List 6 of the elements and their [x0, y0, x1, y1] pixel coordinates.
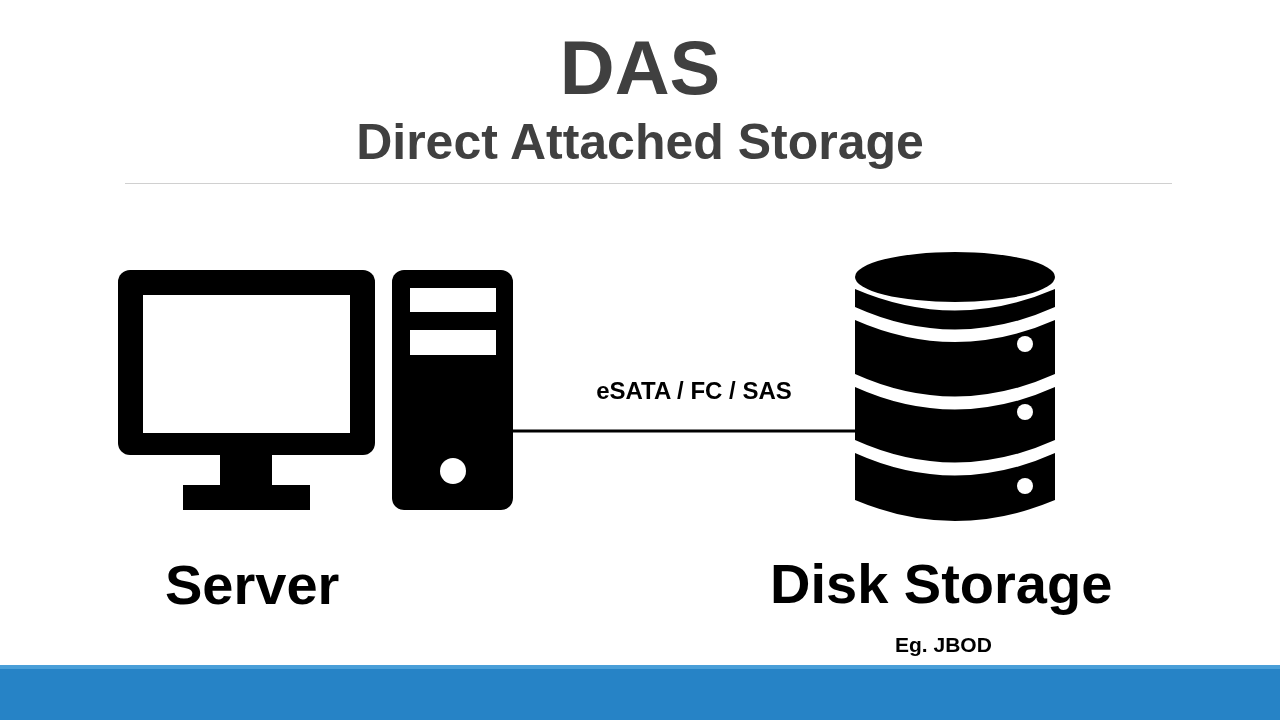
- title: DAS: [558, 30, 722, 106]
- node-label: Server: [165, 553, 340, 618]
- connector-line: [513, 429, 855, 433]
- subtitle: Direct Attached Storage: [355, 115, 925, 170]
- node-label: Disk Storage: [770, 552, 1113, 617]
- note-text: Eg. JBOD: [895, 632, 992, 658]
